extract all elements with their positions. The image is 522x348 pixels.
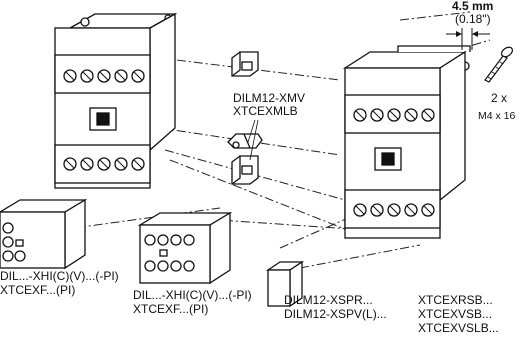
aux-middle-label-2: XTCEXF...(PI) — [133, 302, 209, 316]
contactor-right — [342, 45, 471, 239]
aux-left-label-1: DIL...-XHI(C)(V)...(-PI) — [0, 269, 119, 283]
suppressor-label-1: DILM12-XSPR... — [284, 293, 373, 307]
suppressor-alt-label-3: XTCEXVSLB... — [418, 321, 499, 335]
aux-left-label-2: XTCEXF...(PI) — [0, 283, 76, 297]
screw-icon — [484, 46, 514, 83]
aux-contact-left — [0, 198, 88, 270]
dimension-inches: (0.18") — [455, 12, 491, 26]
suppressor-label-2: DILM12-XSPV(L)... — [284, 307, 387, 321]
aux-middle-label-1: DIL...-XHI(C)(V)...(-PI) — [133, 288, 252, 302]
aux-contact-middle — [137, 211, 233, 285]
mechanical-interlock-parts — [227, 51, 263, 185]
dimension-marker — [446, 28, 490, 50]
suppressor-module — [265, 260, 305, 308]
screw-size: M4 x 16 — [478, 110, 516, 122]
interlock-leader-lines — [247, 119, 259, 161]
suppressor-alt-label-1: XTCEXRSB... — [418, 293, 493, 307]
contactor-left — [54, 12, 178, 189]
dimension-value: 4.5 mm — [452, 0, 494, 13]
interlock-label-1: DILM12-XMV — [233, 91, 306, 105]
interlock-label-2: XTCEXMLB — [233, 104, 298, 118]
suppressor-alt-label-2: XTCEXVSB... — [418, 307, 493, 321]
screw-quantity: 2 x — [491, 91, 508, 105]
